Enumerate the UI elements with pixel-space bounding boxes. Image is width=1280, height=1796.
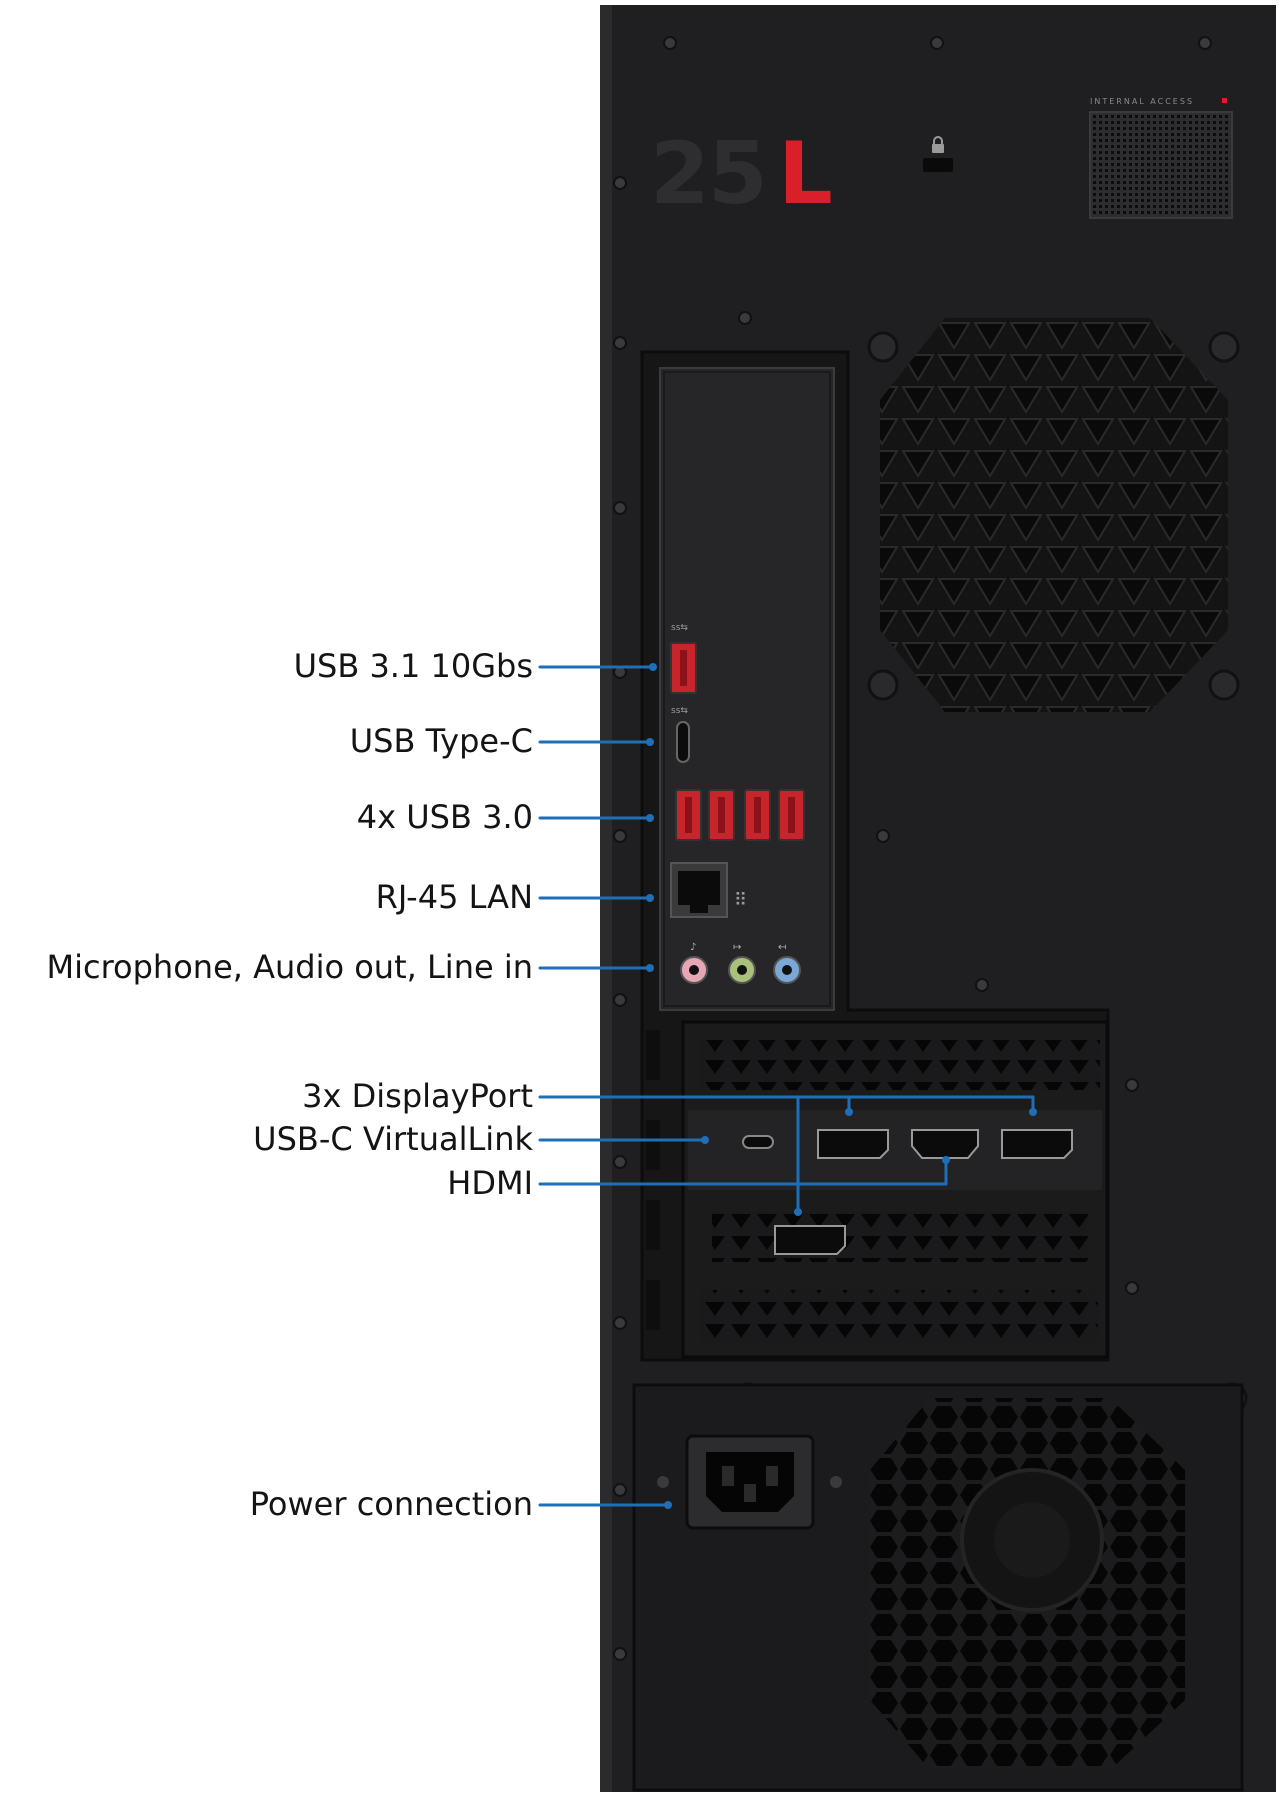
psu-screw-right (830, 1476, 842, 1488)
audio-jacks: ♪ ↦ ↤ (680, 942, 801, 984)
label-hdmi: HDMI (447, 1164, 533, 1202)
label-usb-type-c: USB Type-C (349, 722, 533, 760)
displayport-3 (774, 1225, 846, 1255)
internal-access-label: INTERNAL ACCESS (1090, 97, 1194, 106)
callout-lines (538, 665, 1035, 1507)
audio-out-glyph-icon: ↦ (733, 942, 741, 953)
callout-line-hdmi (538, 1158, 948, 1186)
usb-c-ss-mark: ss⇆ (671, 706, 688, 716)
usb31-port-tongue (680, 650, 687, 686)
label-power: Power connection (249, 1485, 533, 1523)
power-pin-left (722, 1466, 734, 1486)
gpu-vent-mid (712, 1212, 1088, 1262)
displayport-2 (1001, 1129, 1073, 1159)
power-pin-right (766, 1466, 778, 1486)
callout-line-displayport (538, 1095, 1035, 1114)
internal-access-mesh (1089, 111, 1233, 219)
internal-access-dot (1222, 98, 1227, 103)
virtuallink-port (742, 1135, 774, 1149)
rear-fan-grille (880, 318, 1228, 712)
io-shield-inner (663, 371, 831, 1007)
power-pin-ground (744, 1484, 756, 1502)
label-usb31: USB 3.1 10Gbs (293, 647, 533, 685)
lock-slot (923, 158, 953, 172)
logo-letter: L (778, 124, 833, 224)
psu-fan-hub-center (994, 1502, 1070, 1578)
usb31-ss-mark: ss⇆ (671, 623, 688, 633)
rj45-port-clip (690, 905, 708, 913)
hdmi-port (911, 1129, 979, 1159)
usb-type-c-port (676, 721, 690, 763)
mic-glyph-icon: ♪ (690, 942, 696, 953)
slot-brackets (646, 1030, 660, 1330)
psu-screw-left (657, 1476, 669, 1488)
label-virtuallink: USB-C VirtualLink (253, 1120, 533, 1158)
slot-cover-vent (700, 1290, 1098, 1342)
model-logo: 25 L (650, 124, 833, 224)
usb30-ports (675, 789, 805, 841)
lock-icon (932, 136, 944, 153)
rj45-port-socket (678, 871, 720, 905)
logo-digits: 25 (650, 124, 766, 224)
callout-dots (646, 663, 1037, 1509)
label-displayport: 3x DisplayPort (302, 1077, 533, 1115)
gpu-vent-top (700, 1040, 1100, 1090)
label-rj45: RJ-45 LAN (375, 878, 533, 916)
label-audio: Microphone, Audio out, Line in (46, 948, 533, 986)
label-usb30: 4x USB 3.0 (356, 798, 533, 836)
power-inlet-socket (706, 1452, 794, 1512)
network-icon: ⠿ (734, 890, 747, 911)
displayport-1 (817, 1129, 889, 1159)
line-in-glyph-icon: ↤ (778, 942, 786, 953)
